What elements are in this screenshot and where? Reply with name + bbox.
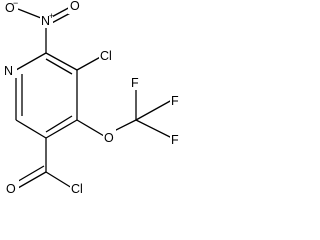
charge-plus: +: [49, 11, 54, 21]
atom-nitro-o-double: O: [70, 0, 80, 13]
bond-carbonyl-o-b: [14, 165, 45, 184]
atom-fluoro-bottom: F: [171, 133, 179, 147]
atom-fluoro-top: F: [131, 76, 139, 90]
bond-c4-c5: [45, 119, 78, 139]
bond-c-f-right: [135, 99, 173, 121]
atom-fluoro-right: F: [171, 94, 179, 108]
atom-ring-n: N: [4, 64, 13, 78]
atom-label-masks: [3, 0, 182, 196]
chemical-structure-diagram: O − N + O N Cl O F F F O Cl: [3, 0, 182, 196]
bond-n1-c2: [15, 52, 47, 71]
bond-carbonyl-o-a: [17, 171, 47, 189]
bond-c2-c3-inner: [45, 58, 73, 75]
atom-carbonyl-o: O: [6, 182, 16, 196]
atom-nitro-n: N: [41, 14, 50, 28]
atom-acyl-cl: Cl: [71, 182, 83, 196]
bonds: [14, 4, 173, 189]
bond-c5-c6: [15, 119, 47, 139]
atom-nitro-o-minus: O: [5, 1, 15, 15]
bond-c-f-bottom: [135, 119, 173, 139]
charge-minus: −: [13, 0, 18, 8]
bond-c2-c3: [45, 52, 78, 71]
bond-c4-o: [76, 119, 105, 137]
atom-ether-o: O: [104, 131, 114, 145]
bond-c4-c5-inner: [45, 115, 73, 133]
bond-carbonyl-cl: [45, 171, 73, 189]
atom-labels: O − N + O N Cl O F F F O Cl: [4, 0, 179, 196]
atom-chloro: Cl: [100, 49, 112, 63]
